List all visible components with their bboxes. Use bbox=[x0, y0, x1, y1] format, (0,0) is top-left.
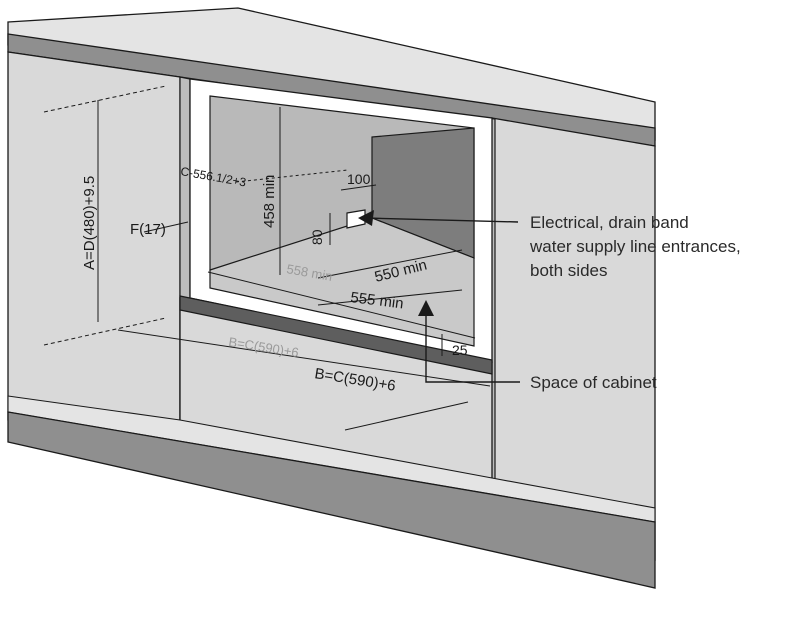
callout-entrances-line-1: Electrical, drain band bbox=[530, 213, 689, 232]
label-entrance-height: 80 bbox=[309, 229, 325, 245]
callout-entrances-line-2: water supply line entrances, bbox=[529, 237, 741, 256]
shelf-edge bbox=[179, 295, 493, 375]
utility-entrance-opening bbox=[346, 209, 366, 229]
label-height-formula: A=D(480)+9.5 bbox=[81, 176, 98, 270]
arrow-head-entrances-icon bbox=[358, 210, 374, 226]
label-bottom-clearance: 25 bbox=[452, 342, 468, 358]
callout-space-of-cabinet: Space of cabinet bbox=[530, 373, 657, 392]
label-depth-outer: 555 min bbox=[350, 289, 405, 312]
label-side-offset: F(17) bbox=[130, 221, 166, 238]
niche-floor bbox=[209, 217, 475, 347]
label-entrance-width: 100 bbox=[347, 171, 371, 187]
label-inner-height: 458 min bbox=[261, 175, 278, 228]
callout-entrances-line-3: both sides bbox=[530, 261, 608, 280]
dimension-lines bbox=[43, 85, 491, 431]
arrow-head-space-icon bbox=[418, 300, 434, 316]
plinth-front bbox=[7, 411, 656, 589]
callout-arrows bbox=[365, 217, 520, 383]
